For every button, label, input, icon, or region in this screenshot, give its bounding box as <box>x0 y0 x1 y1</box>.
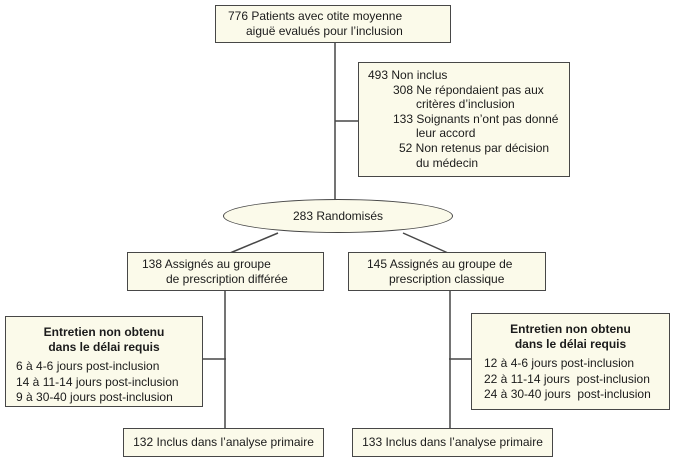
text-line: Entretien non obtenu <box>43 325 165 339</box>
text-line: dans le délai requis <box>48 340 160 354</box>
text-line: du médecin <box>416 155 479 170</box>
missed-interview-header: Entretien non obtenu dans le délai requi… <box>472 322 669 352</box>
text-line: 133 Inclus dans l’analyse primaire <box>362 435 543 449</box>
box-primary-analysis-deferred: 132 Inclus dans l’analyse primaire <box>123 428 324 457</box>
text-line: 133 Soignants n’ont pas donné <box>393 111 559 126</box>
box-not-included: 493 Non inclus 308 Ne répondaient pas au… <box>358 62 570 177</box>
text-line: 308 Ne répondaient pas aux <box>393 82 544 97</box>
text-line: 52 Non retenus par décision <box>399 140 550 155</box>
box-missed-interview-deferred: Entretien non obtenu dans le délai requi… <box>5 316 203 407</box>
text-line: 9 à 30-40 jours post-inclusion <box>16 390 173 404</box>
box-missed-interview-standard: Entretien non obtenu dans le délai requi… <box>471 313 670 410</box>
text-line: aiguë evalués pour l’inclusion <box>246 24 403 38</box>
text-line: 24 à 30-40 jours post-inclusion <box>484 387 651 401</box>
box-primary-analysis-standard: 133 Inclus dans l’analyse primaire <box>352 428 553 457</box>
box-screened: 776 Patients avec otite moyenne aiguë ev… <box>215 5 451 43</box>
text-line: 493 Non inclus <box>368 68 448 82</box>
text-line: 6 à 4-6 jours post-inclusion <box>16 359 160 373</box>
ellipse-randomized: 283 Randomisés <box>223 199 453 233</box>
missed-interview-items: 6 à 4-6 jours post-inclusion 14 à 11-14 … <box>6 359 202 406</box>
connector-randomized-to-deferred <box>229 232 279 254</box>
missed-interview-items: 12 à 4-6 jours post-inclusion 22 à 11-14… <box>472 356 669 403</box>
text-line: 138 Assignés au groupe <box>142 257 271 271</box>
missed-interview-header: Entretien non obtenu dans le délai requi… <box>6 325 202 355</box>
text-line: 283 Randomisés <box>292 209 384 223</box>
text-line: 14 à 11-14 jours post-inclusion <box>16 374 179 389</box>
text-line: 12 à 4-6 jours post-inclusion <box>484 356 635 370</box>
text-line: de prescription différée <box>166 272 288 286</box>
text-line: dans le délai requis <box>514 337 627 351</box>
text-line: 776 Patients avec otite moyenne <box>228 9 403 23</box>
box-assigned-standard: 145 Assignés au groupe de prescription c… <box>348 252 546 291</box>
text-line: Entretien non obtenu <box>510 322 631 336</box>
text-line: critères d’inclusion <box>416 97 515 112</box>
box-assigned-deferred: 138 Assignés au groupe de prescription d… <box>127 252 324 291</box>
text-line: 132 Inclus dans l’analyse primaire <box>133 435 314 449</box>
text-line: 145 Assignés au groupe de <box>367 257 513 271</box>
connector-randomized-to-standard <box>402 232 449 254</box>
text-line: prescription classique <box>389 272 505 286</box>
text-line: 22 à 11-14 jours post-inclusion <box>484 371 650 386</box>
text-line: leur accord <box>416 126 476 141</box>
